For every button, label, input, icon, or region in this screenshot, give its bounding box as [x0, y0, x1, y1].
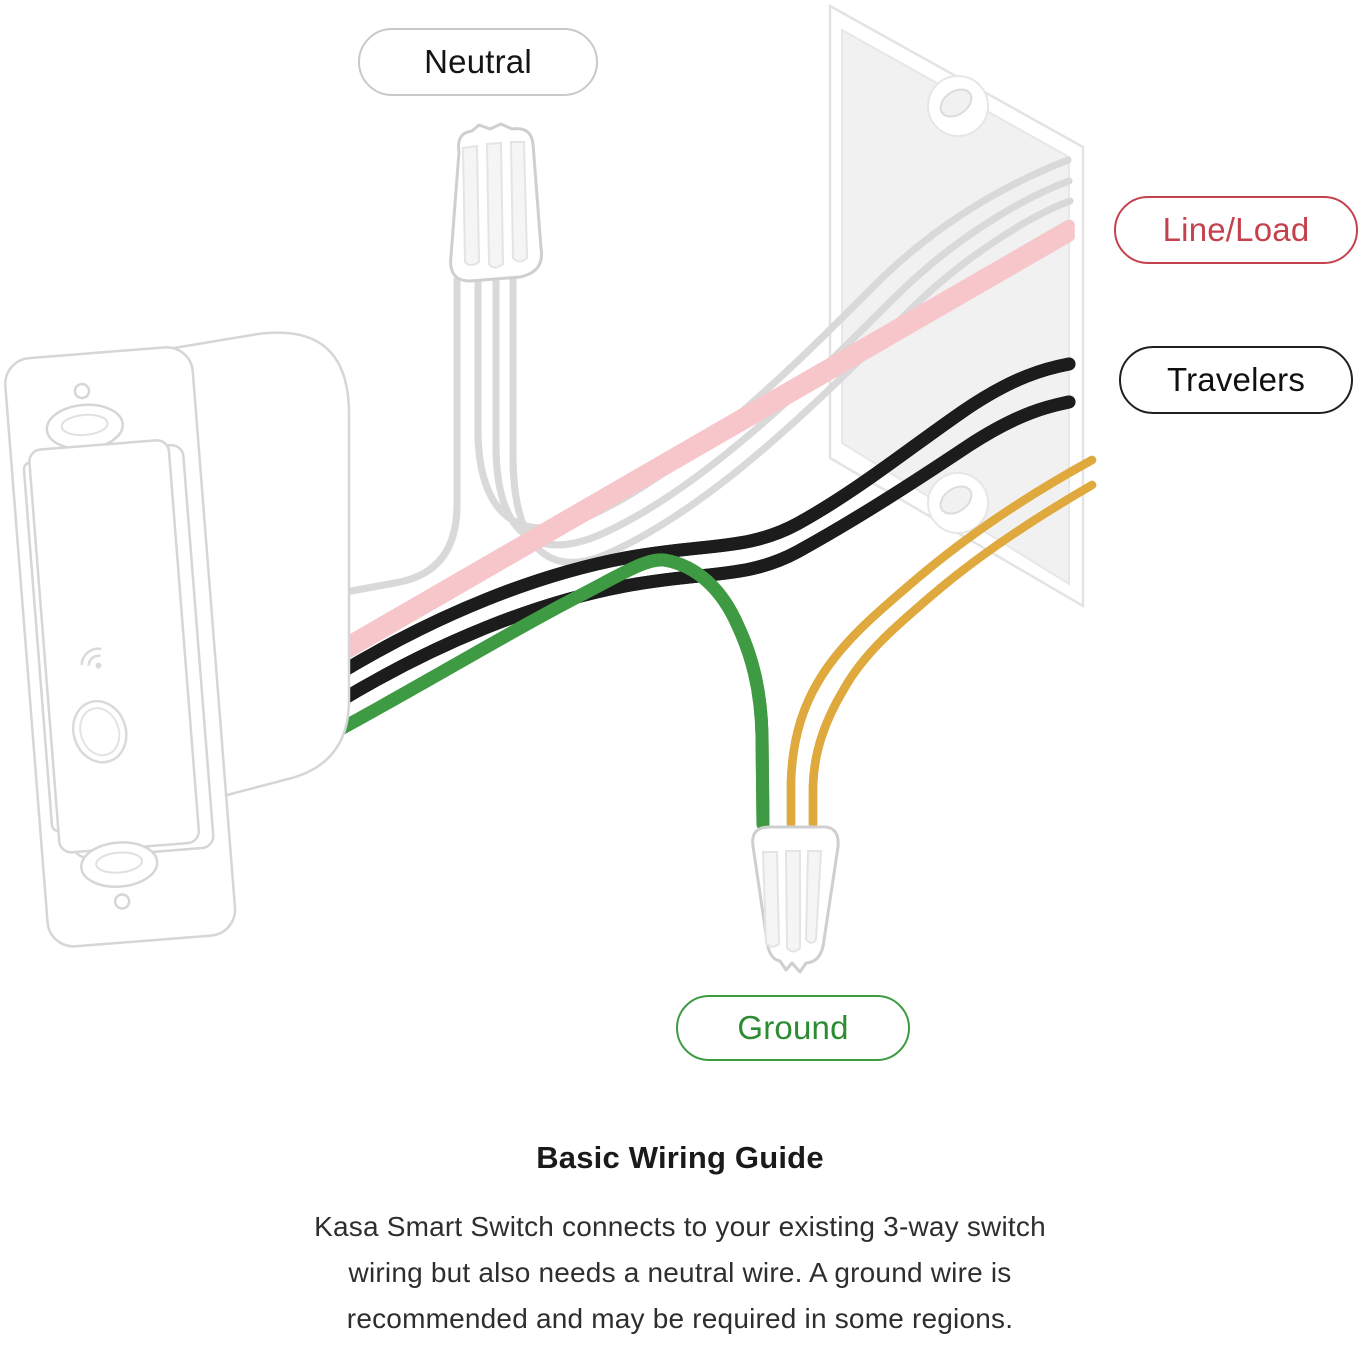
- plate-bottom-screw: [927, 472, 989, 534]
- label-travelers-text: Travelers: [1166, 361, 1306, 398]
- wire-nut-top: [449, 122, 544, 283]
- line-load-wire: [329, 226, 1075, 660]
- label-line-load-text: Line/Load: [1162, 211, 1310, 248]
- copper-ground-wires: [786, 455, 1097, 829]
- wifi-icon: [80, 647, 102, 669]
- caption-body: Kasa Smart Switch connects to your exist…: [0, 1204, 1360, 1342]
- smart-switch: [4, 331, 351, 948]
- label-line-load: Line/Load: [1114, 196, 1358, 264]
- label-neutral: Neutral: [358, 28, 598, 96]
- plate-top-screw: [927, 75, 989, 137]
- label-travelers: Travelers: [1119, 346, 1353, 414]
- caption-line-3: recommended and may be required in some …: [346, 1303, 1014, 1334]
- label-ground-text: Ground: [737, 1009, 849, 1046]
- ground-wire: [328, 560, 770, 831]
- caption-line-2: wiring but also needs a neutral wire. A …: [348, 1257, 1012, 1288]
- wire-nut-bottom: [751, 825, 840, 974]
- caption-title: Basic Wiring Guide: [536, 1140, 824, 1175]
- switch-button: [71, 699, 128, 764]
- caption: Basic Wiring Guide Kasa Smart Switch con…: [0, 1140, 1360, 1342]
- label-ground: Ground: [676, 995, 910, 1061]
- traveler-wires: [328, 357, 1076, 711]
- caption-line-1: Kasa Smart Switch connects to your exist…: [314, 1211, 1046, 1242]
- label-neutral-text: Neutral: [424, 43, 532, 80]
